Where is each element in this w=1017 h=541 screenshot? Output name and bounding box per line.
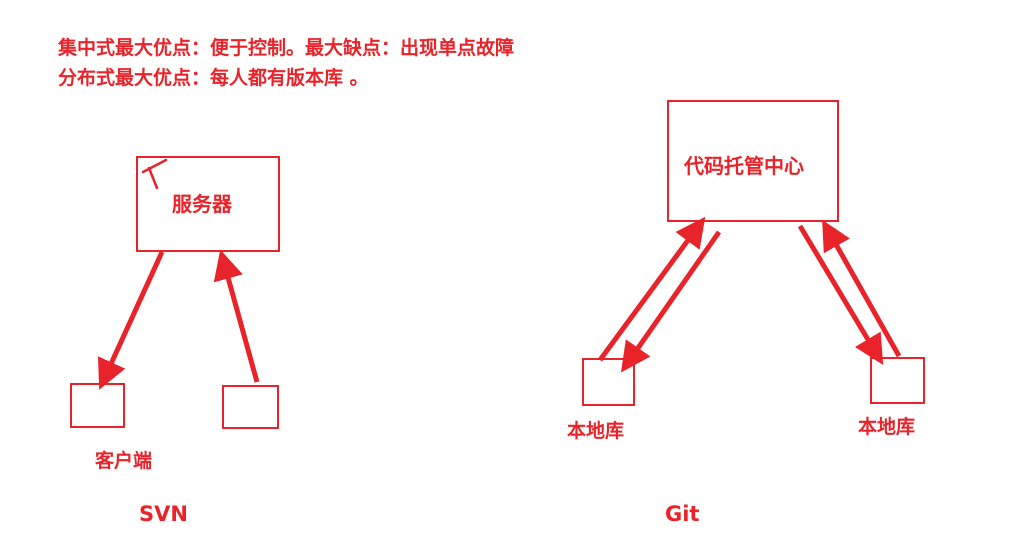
- git-center-label: 代码托管中心: [684, 154, 804, 178]
- svn-download-arrow: [97, 250, 165, 390]
- svn-server-label: 服务器: [172, 192, 232, 216]
- svn-upload-arrow: [213, 249, 260, 383]
- git-left-push-arrow: [597, 216, 706, 362]
- git-center-box: [667, 100, 839, 222]
- svn-caption: SVN: [139, 502, 188, 526]
- git-left-pull-arrow: [620, 230, 722, 373]
- centralized-note: 集中式最大优点：便于控制。最大缺点：出现单点故障: [58, 37, 515, 59]
- git-right-repo-box: [870, 357, 925, 404]
- git-right-pull-arrow: [797, 224, 884, 366]
- svn-client-box-left: [70, 383, 125, 428]
- svn-client-box-right: [222, 385, 279, 429]
- git-caption: Git: [665, 502, 700, 526]
- svn-client-label: 客户端: [95, 450, 153, 472]
- git-right-repo-label: 本地库: [858, 416, 916, 438]
- svn-server-box: [136, 156, 280, 252]
- git-left-repo-label: 本地库: [567, 420, 625, 442]
- git-left-repo-box: [582, 358, 635, 406]
- check-mark-icon: [141, 158, 168, 190]
- distributed-note: 分布式最大优点：每人都有版本库 。: [58, 67, 369, 89]
- git-right-push-arrow: [822, 219, 902, 358]
